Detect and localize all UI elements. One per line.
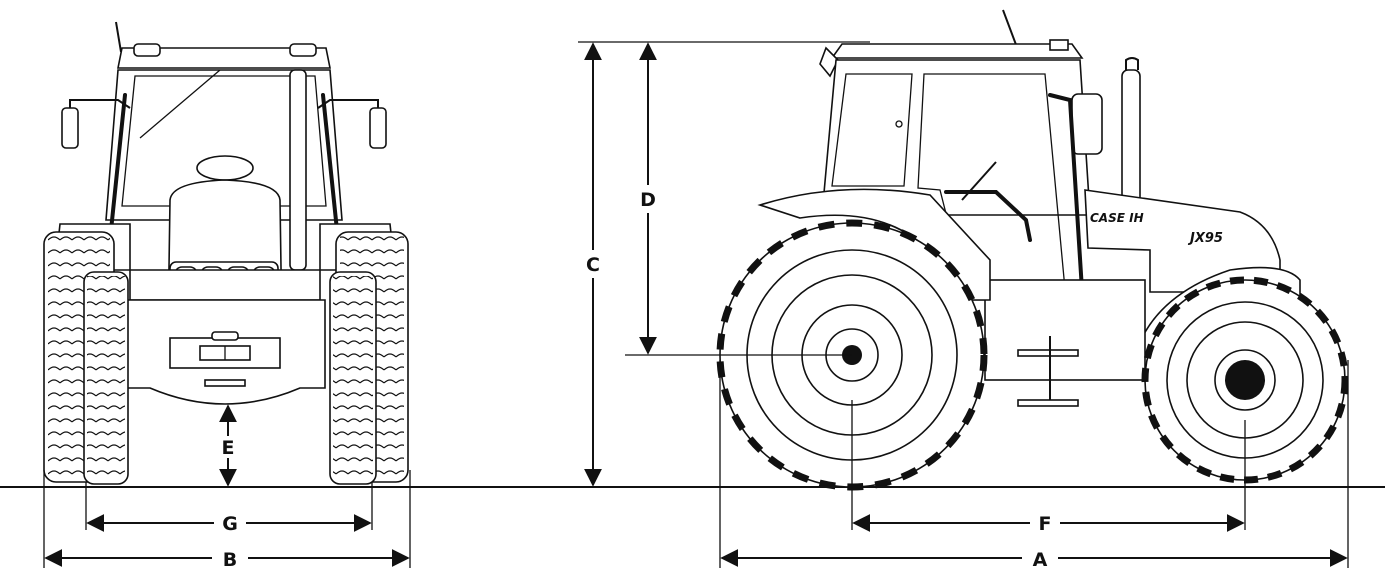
label-g: G xyxy=(222,513,238,535)
dimension-lines xyxy=(43,41,1349,568)
front-view-tractor xyxy=(43,21,409,485)
dimension-labels: C D E G B F A xyxy=(218,187,1051,568)
label-e: E xyxy=(222,437,235,459)
model-text: JX95 xyxy=(1187,231,1223,246)
brand-text: CASE IH xyxy=(1090,211,1144,225)
label-f: F xyxy=(1039,513,1052,535)
label-b: B xyxy=(223,549,237,568)
label-c: C xyxy=(586,254,600,276)
label-a: A xyxy=(1033,549,1048,568)
label-d: D xyxy=(640,189,656,211)
side-view-tractor: CASE IH JX95 xyxy=(716,9,1349,491)
